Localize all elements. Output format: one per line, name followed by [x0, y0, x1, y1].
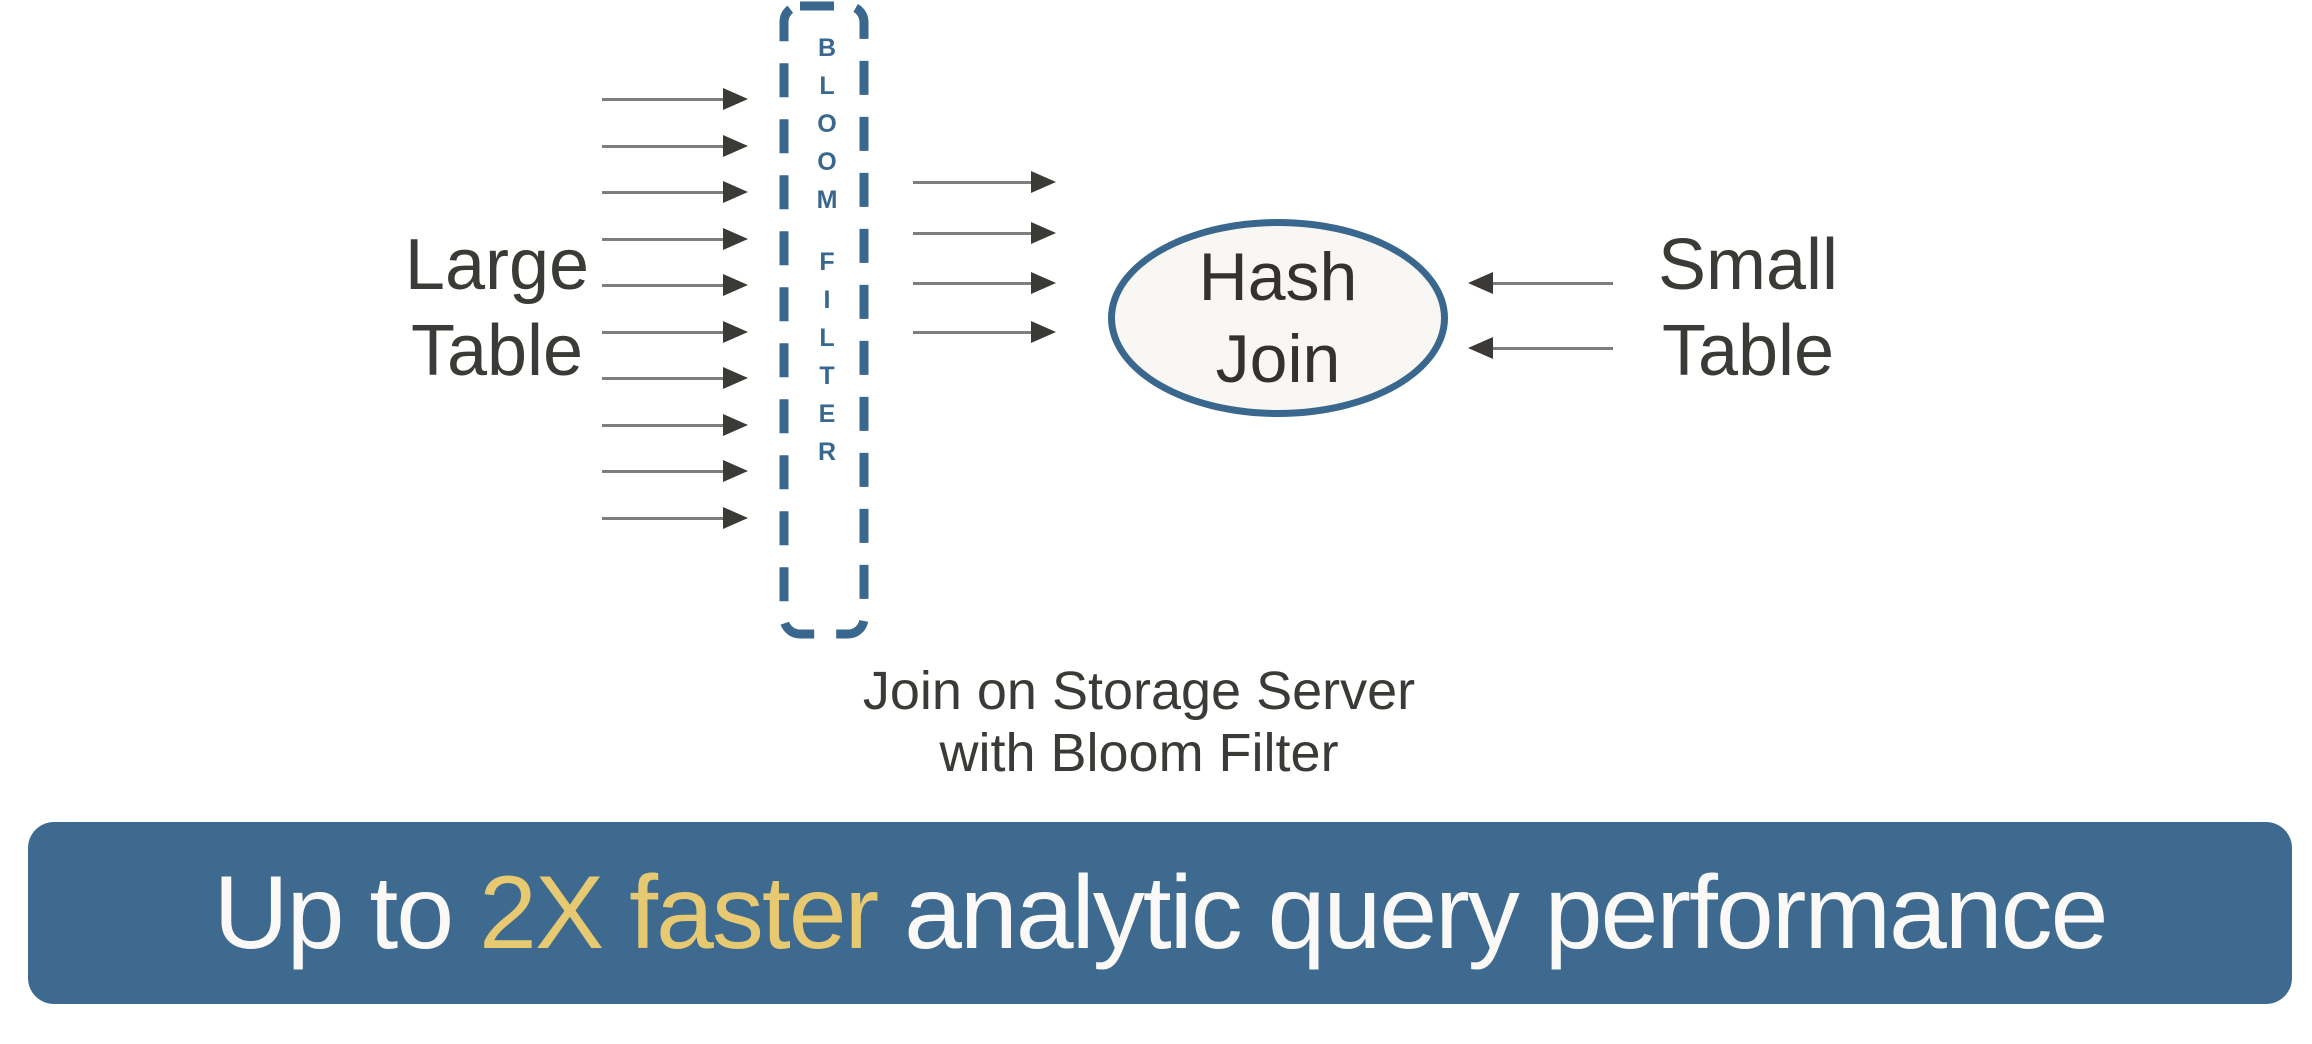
arrow-head	[723, 414, 748, 436]
arrow-shaft	[602, 237, 723, 241]
arrow-right-icon	[602, 414, 748, 436]
arrow-right-icon	[602, 367, 748, 389]
arrow-head	[723, 367, 748, 389]
arrow-right-icon	[602, 321, 748, 343]
arrow-shaft	[602, 283, 723, 287]
arrow-head	[723, 321, 748, 343]
small-table-label: Small Table	[1598, 222, 1898, 394]
arrow-head	[723, 88, 748, 110]
arrow-shaft	[1493, 281, 1613, 285]
bloom-filter-label: BLOOM FILTER	[783, 34, 870, 476]
arrow-head	[723, 460, 748, 482]
arrow-right-icon	[602, 181, 748, 203]
arrow-shaft	[913, 330, 1031, 334]
arrow-head	[723, 181, 748, 203]
arrow-head	[1468, 272, 1493, 294]
arrow-shaft	[602, 423, 723, 427]
arrow-shaft	[602, 97, 723, 101]
arrow-head	[1031, 222, 1056, 244]
arrow-head	[723, 507, 748, 529]
hash-join-line2: Join	[1215, 321, 1341, 397]
caption-line2: with Bloom Filter	[939, 723, 1339, 783]
arrow-right-icon	[913, 272, 1056, 294]
bloom-filter-word-bottom: FILTER	[813, 248, 841, 476]
arrow-head	[1468, 337, 1493, 359]
arrow-head	[723, 135, 748, 157]
banner-text-highlight: 2X faster	[478, 854, 879, 971]
large-table-line2: Table	[410, 311, 584, 391]
arrow-shaft	[913, 180, 1031, 184]
arrow-right-icon	[602, 228, 748, 250]
arrow-right-icon	[913, 222, 1056, 244]
caption-line1: Join on Storage Server	[862, 661, 1416, 721]
arrow-right-icon	[602, 88, 748, 110]
arrow-head	[1031, 171, 1056, 193]
small-table-line1: Small	[1657, 225, 1839, 305]
arrow-head	[1031, 272, 1056, 294]
arrow-shaft	[913, 281, 1031, 285]
arrow-right-icon	[602, 274, 748, 296]
banner-text-suffix: analytic query performance	[877, 854, 2108, 971]
bloom-filter-word-top: BLOOM	[813, 34, 841, 224]
large-table-label: Large Table	[347, 222, 647, 394]
hash-join-node: Hash Join	[1108, 219, 1448, 417]
performance-banner: Up to 2X faster analytic query performan…	[28, 822, 2292, 1004]
arrow-right-icon	[602, 460, 748, 482]
arrow-shaft	[602, 516, 723, 520]
arrow-head	[723, 274, 748, 296]
arrow-left-icon	[1468, 337, 1613, 359]
arrow-head	[723, 228, 748, 250]
arrow-head	[1031, 321, 1056, 343]
arrow-right-icon	[602, 507, 748, 529]
arrow-shaft	[602, 330, 723, 334]
arrow-shaft	[602, 376, 723, 380]
hash-join-line1: Hash	[1198, 239, 1358, 315]
small-table-line2: Table	[1661, 311, 1835, 391]
arrow-right-icon	[913, 321, 1056, 343]
arrow-shaft	[602, 469, 723, 473]
bloom-filter-box	[779, 1, 869, 639]
arrow-right-icon	[602, 135, 748, 157]
arrow-right-icon	[913, 171, 1056, 193]
arrow-shaft	[913, 231, 1031, 235]
arrow-shaft	[602, 144, 723, 148]
arrow-shaft	[1493, 346, 1613, 350]
arrow-shaft	[602, 190, 723, 194]
banner-text-prefix: Up to	[213, 854, 479, 971]
diagram-caption: Join on Storage Server with Bloom Filter	[839, 660, 1439, 784]
large-table-line1: Large	[404, 225, 590, 305]
arrow-left-icon	[1468, 272, 1613, 294]
